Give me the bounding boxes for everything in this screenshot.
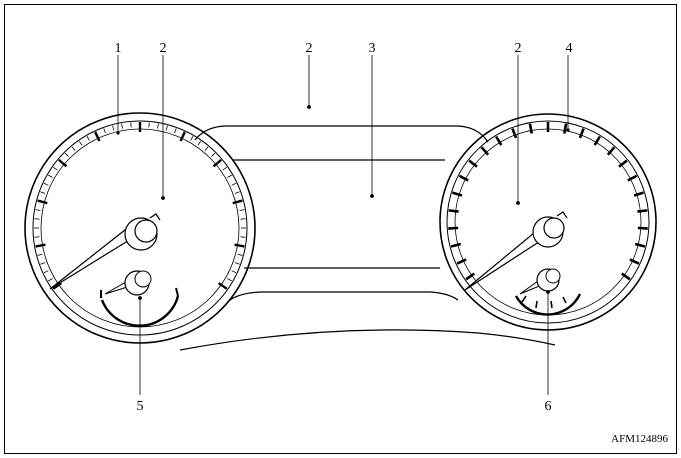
gauge-tick [112,125,115,131]
gauge-tick [190,136,194,141]
gauge-tick [58,158,68,168]
gauge-tick [239,209,245,211]
gauge-tick [456,258,467,265]
gauge-tick [629,258,640,265]
left-main-needle [49,213,161,290]
gauge-tick [179,131,186,142]
gauge-tick [37,199,48,205]
callout-6: 6 [545,399,552,414]
gauge-tick [48,174,53,178]
gauge-tick [480,146,490,156]
gauge-tick [222,166,228,171]
gauge-tick [593,135,601,146]
gauge-tick [94,131,101,142]
gauge-tick [204,146,209,151]
callout-2-right: 2 [515,41,522,56]
gauge-tick [448,209,459,213]
center-display [179,125,556,351]
left-gauge-ticks [34,122,246,290]
gauge-tick [52,282,63,290]
gauge-tick [620,272,631,281]
right-main-needle [464,211,568,291]
right-sub-gauge [514,268,582,316]
figure-border [4,4,677,454]
gauge-tick [174,128,177,134]
callout-2-top: 2 [306,41,313,56]
gauge-tick [468,159,478,168]
gauge-tick [578,128,585,139]
gauge-tick [528,123,534,134]
gauge-tick [197,140,202,146]
gauge-tick [633,191,644,197]
gauge-tick [157,123,159,129]
left-gauge [24,112,256,344]
callout-5: 5 [137,399,144,414]
gauge-tick [52,166,58,171]
gauge-tick [217,282,228,290]
gauge-tick [35,243,46,248]
gauge-tick [237,253,243,256]
callout-3: 3 [369,41,376,56]
gauge-tick [43,270,49,274]
gauge-tick [606,146,616,156]
callout-2-left: 2 [160,41,167,56]
gauge-tick [40,262,46,265]
gauge-tick [227,174,232,178]
gauge-tick [637,209,648,213]
gauge-tick [121,123,123,129]
gauge-tick [43,182,49,186]
gauge-tick [71,146,76,151]
right-gauge-ticks [448,122,648,281]
leader-lines [116,55,570,395]
gauge-tick [103,128,106,134]
gauge-tick [64,152,69,157]
gauge-tick [40,191,46,194]
gauge-tick [234,262,240,265]
gauge-tick [634,242,646,248]
gauge-tick [627,174,638,182]
gauge-tick [37,253,43,256]
gauge-tick [637,226,648,230]
gauge-tick [86,136,90,141]
gauge-tick [234,191,240,194]
gauge-tick [618,159,628,168]
callout-4: 4 [566,41,573,56]
gauge-tick [211,152,216,157]
gauge-tick [458,174,469,182]
gauge-tick [495,135,503,146]
gauge-tick [35,209,41,211]
callout-1: 1 [115,41,122,56]
right-gauge [439,113,657,331]
gauge-tick [227,278,232,282]
gauge-tick [212,158,222,168]
gauge-tick [562,123,568,134]
gauge-tick [234,243,245,248]
gauge-tick [450,242,462,248]
gauge-tick [231,270,237,274]
gauge-tick [448,226,459,230]
figure-code: AFM124896 [611,433,668,445]
gauge-tick [232,199,243,205]
gauge-tick [165,125,168,131]
left-sub-gauge [100,270,180,327]
gauge-tick [231,182,237,186]
gauge-tick [78,140,83,146]
gauge-tick [511,128,518,139]
gauge-tick [465,272,476,281]
gauge-tick [48,278,53,282]
gauge-tick [452,191,463,197]
